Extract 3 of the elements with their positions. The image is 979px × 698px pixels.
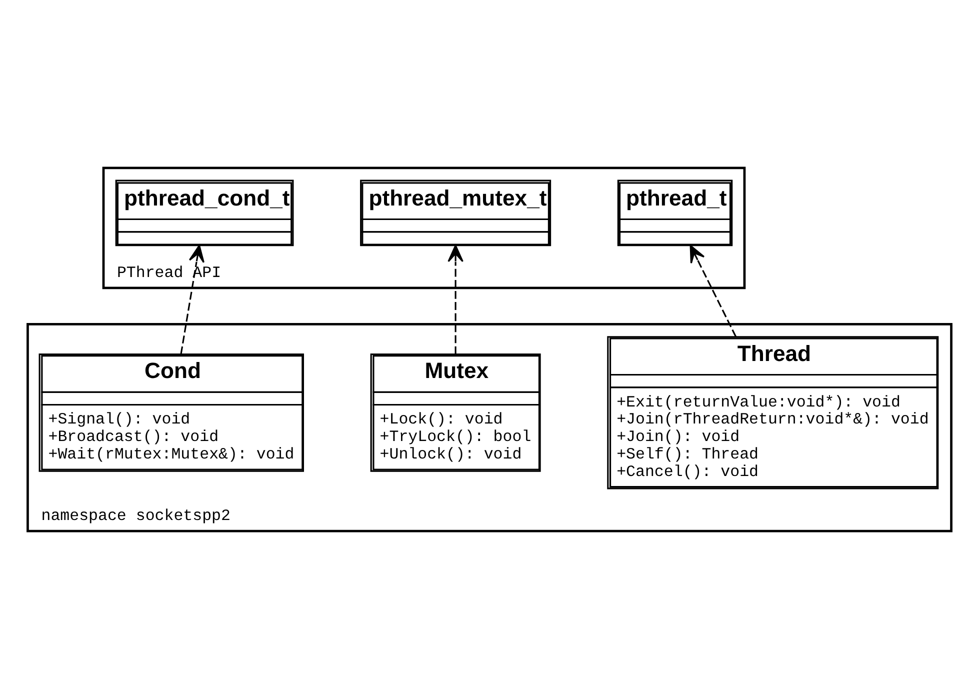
arrow [448, 244, 464, 354]
arrow [180, 244, 204, 354]
arrow [690, 244, 737, 337]
